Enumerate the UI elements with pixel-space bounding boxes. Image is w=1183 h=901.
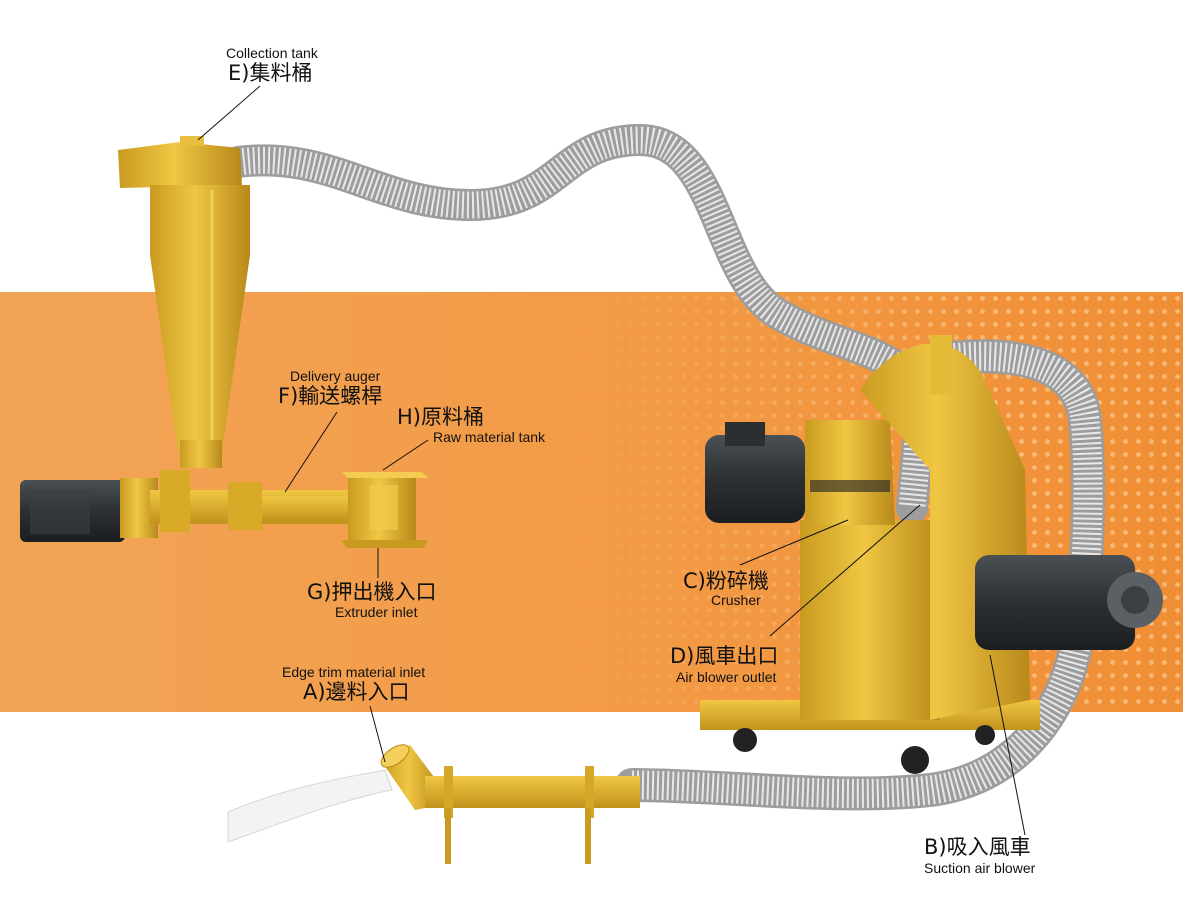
label-h-english: Raw material tank [433,429,546,445]
label-a-english: Edge trim material inlet [282,664,426,680]
leader-line-H [382,439,429,471]
label-g-english: Extruder inlet [335,604,418,620]
leader-line-F [284,411,338,493]
label-f-chinese: F)輸送螺桿 [278,384,383,408]
leader-line-B [989,654,1026,836]
label-c-chinese: C)粉碎機 [683,569,769,593]
label-b-english: Suction air blower [924,860,1036,876]
cyclone-collection-tank [118,136,250,468]
label-e-chinese: E)集料桶 [228,61,313,85]
leader-line-C [739,519,849,566]
label-g-chinese: G)押出機入口 [307,580,437,604]
label-b-chinese: B)吸入風車 [924,835,1031,859]
label-h-chinese: H)原料桶 [397,405,484,429]
delivery-auger [20,470,352,542]
label-d-chinese: D)風車出口 [670,644,779,668]
leader-line-D [769,504,921,637]
leader-lines [197,85,1026,836]
leader-line-E [197,85,261,141]
leader-line-A [369,705,386,763]
edge-trim-film [227,769,393,843]
label-a-chinese: A)邊料入口 [303,680,410,704]
crusher-blower-unit [700,335,1163,774]
hose-to-blower-inlet [615,339,1105,811]
label-e-english: Collection tank [226,45,318,61]
label-f-english: Delivery auger [290,368,381,384]
label-c-english: Crusher [711,592,761,608]
edge-trim-inlet-pipe [380,744,640,864]
label-d-english: Air blower outlet [676,669,777,685]
raw-material-tank [342,472,428,548]
